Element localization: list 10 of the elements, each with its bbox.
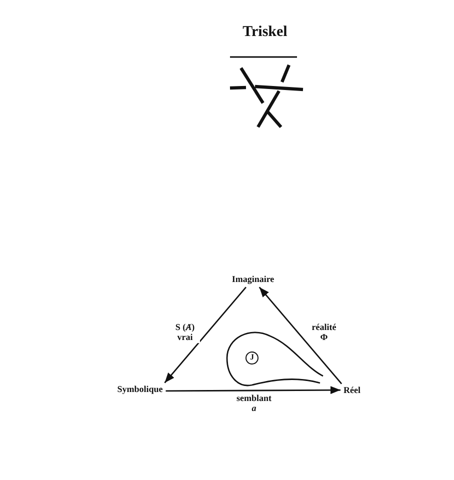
term-label: Imaginaire — [232, 275, 274, 285]
diagram-title: Triskel — [242, 24, 288, 40]
arrow — [166, 386, 340, 394]
term-label: Symbolique — [117, 385, 163, 395]
edge-label: semblant a — [234, 394, 274, 414]
edge-label: réalité Φ — [309, 323, 339, 343]
arrow — [258, 286, 342, 384]
arrow — [164, 286, 246, 384]
circled-letter: J — [246, 352, 258, 364]
term-label: Réel — [344, 386, 360, 396]
